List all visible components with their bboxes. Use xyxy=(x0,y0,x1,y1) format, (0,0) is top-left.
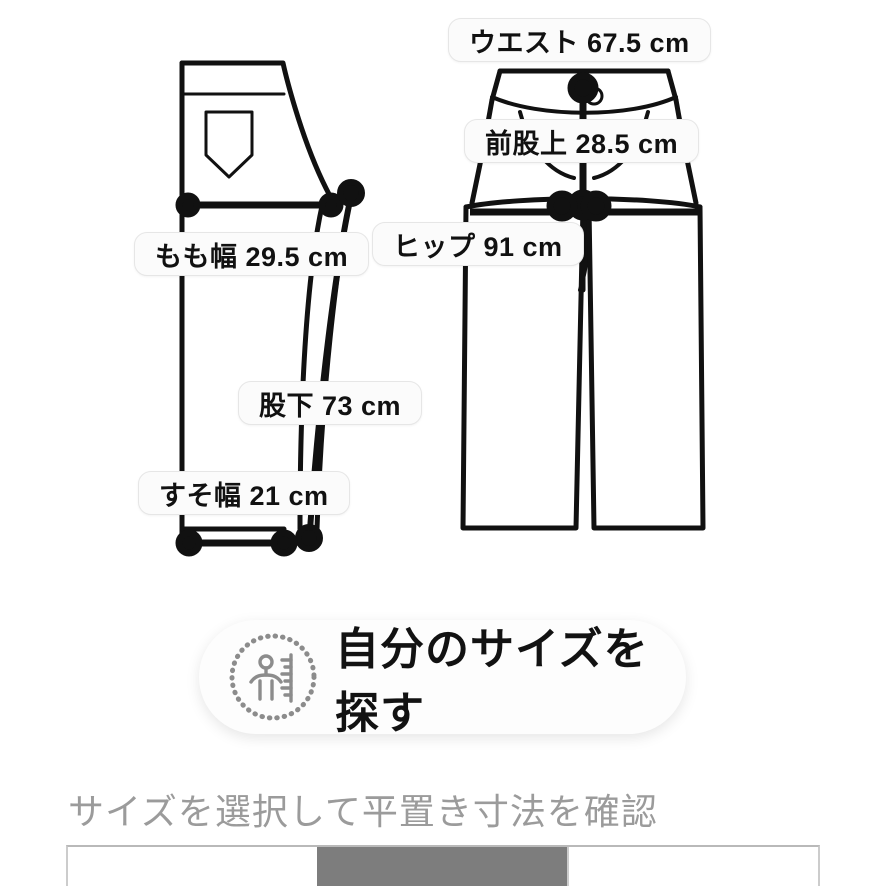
hem-measure-line xyxy=(175,529,298,557)
pants-measurement-diagram: ウエスト 67.5 cm 前股上 28.5 cm ヒップ 91 cm もも幅 2… xyxy=(134,18,711,557)
size-table-cell-2[interactable] xyxy=(567,847,819,886)
size-table-cell-1-selected[interactable] xyxy=(316,847,568,886)
thigh-measure-line xyxy=(175,192,344,218)
size-table-row xyxy=(66,845,820,886)
side-view-pants xyxy=(179,60,354,543)
front-right-leg xyxy=(586,204,706,531)
size-table-caption: サイズを選択して平置き寸法を確認 xyxy=(68,791,658,832)
measurement-label-hem: すそ幅 21 cm xyxy=(138,471,350,515)
front-waistband-right-edge xyxy=(665,68,679,103)
find-my-size-button[interactable]: 自分のサイズを探す xyxy=(199,620,686,738)
measurement-label-waist: ウエスト 67.5 cm xyxy=(448,18,711,62)
measurement-label-thigh: もも幅 29.5 cm xyxy=(134,232,370,276)
hip-measure-line xyxy=(470,190,698,222)
side-view-pocket xyxy=(204,110,254,179)
measurement-label-inseam: 股下 73 cm xyxy=(238,381,423,425)
find-my-size-label: 自分のサイズを探す xyxy=(335,625,649,738)
front-left-leg xyxy=(460,204,586,531)
pants-diagram-svg xyxy=(175,60,706,557)
measurement-label-hip: ヒップ 91 cm xyxy=(372,222,584,266)
measurement-label-front-rise: 前股上 28.5 cm xyxy=(464,119,700,163)
side-view-top-curve xyxy=(179,60,333,206)
size-table-cell-0[interactable] xyxy=(68,847,317,886)
front-waistband-left-edge xyxy=(489,68,503,103)
person-with-ruler-icon xyxy=(229,633,317,721)
